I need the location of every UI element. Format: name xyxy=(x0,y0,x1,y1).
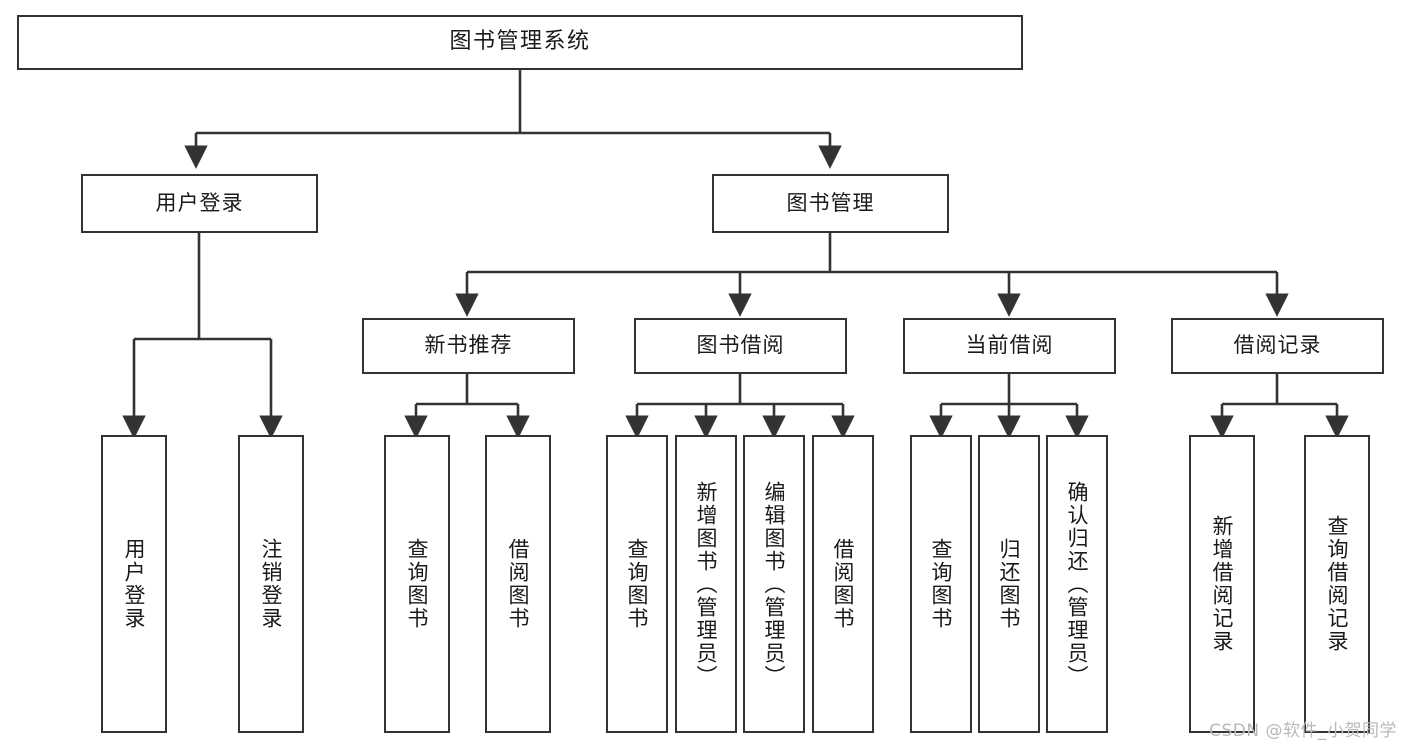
node-label: 查询图书 xyxy=(929,538,954,630)
leaf-query-borrow-record[interactable]: 查询借阅记录 xyxy=(1304,435,1370,733)
node-label: 借阅记录 xyxy=(1233,333,1322,358)
leaf-user-login[interactable]: 用户登录 xyxy=(101,435,167,733)
node-new-book-recommend[interactable]: 新书推荐 xyxy=(362,318,575,374)
node-label: 查询图书 xyxy=(625,538,650,630)
node-label: 编辑图书（管理员） xyxy=(762,480,787,688)
leaf-query-books-current[interactable]: 查询图书 xyxy=(910,435,972,733)
node-book-borrow[interactable]: 图书借阅 xyxy=(634,318,847,374)
node-user-login[interactable]: 用户登录 xyxy=(81,174,318,233)
node-label: 当前借阅 xyxy=(965,333,1054,358)
node-label: 新增图书（管理员） xyxy=(694,480,719,688)
node-label: 图书借阅 xyxy=(696,333,785,358)
node-label: 归还图书 xyxy=(997,538,1022,630)
leaf-query-books-recommend[interactable]: 查询图书 xyxy=(384,435,450,733)
leaf-confirm-return-admin[interactable]: 确认归还（管理员） xyxy=(1046,435,1108,733)
node-label: 查询图书 xyxy=(405,538,430,630)
leaf-add-borrow-record[interactable]: 新增借阅记录 xyxy=(1189,435,1255,733)
csdn-watermark: CSDN @软件_小贺同学 xyxy=(1209,721,1397,741)
node-label: 图书管理系统 xyxy=(449,29,591,55)
leaf-query-books-borrow[interactable]: 查询图书 xyxy=(606,435,668,733)
node-label: 用户登录 xyxy=(155,190,244,215)
node-label: 查询借阅记录 xyxy=(1325,515,1350,653)
node-borrow-records[interactable]: 借阅记录 xyxy=(1171,318,1384,374)
leaf-borrow-books-recommend[interactable]: 借阅图书 xyxy=(485,435,551,733)
node-root-book-management-system[interactable]: 图书管理系统 xyxy=(17,15,1023,70)
node-label: 图书管理 xyxy=(786,190,875,215)
leaf-borrow-books[interactable]: 借阅图书 xyxy=(812,435,874,733)
leaf-add-book-admin[interactable]: 新增图书（管理员） xyxy=(675,435,737,733)
node-label: 注销登录 xyxy=(259,538,284,630)
node-label: 借阅图书 xyxy=(831,538,856,630)
node-current-borrow[interactable]: 当前借阅 xyxy=(903,318,1116,374)
node-book-management[interactable]: 图书管理 xyxy=(712,174,949,233)
leaf-return-books[interactable]: 归还图书 xyxy=(978,435,1040,733)
node-label: 借阅图书 xyxy=(506,538,531,630)
node-label: 用户登录 xyxy=(122,538,147,630)
node-label: 新增借阅记录 xyxy=(1210,515,1235,653)
leaf-logout[interactable]: 注销登录 xyxy=(238,435,304,733)
node-label: 新书推荐 xyxy=(424,333,513,358)
leaf-edit-book-admin[interactable]: 编辑图书（管理员） xyxy=(743,435,805,733)
node-label: 确认归还（管理员） xyxy=(1065,480,1090,688)
